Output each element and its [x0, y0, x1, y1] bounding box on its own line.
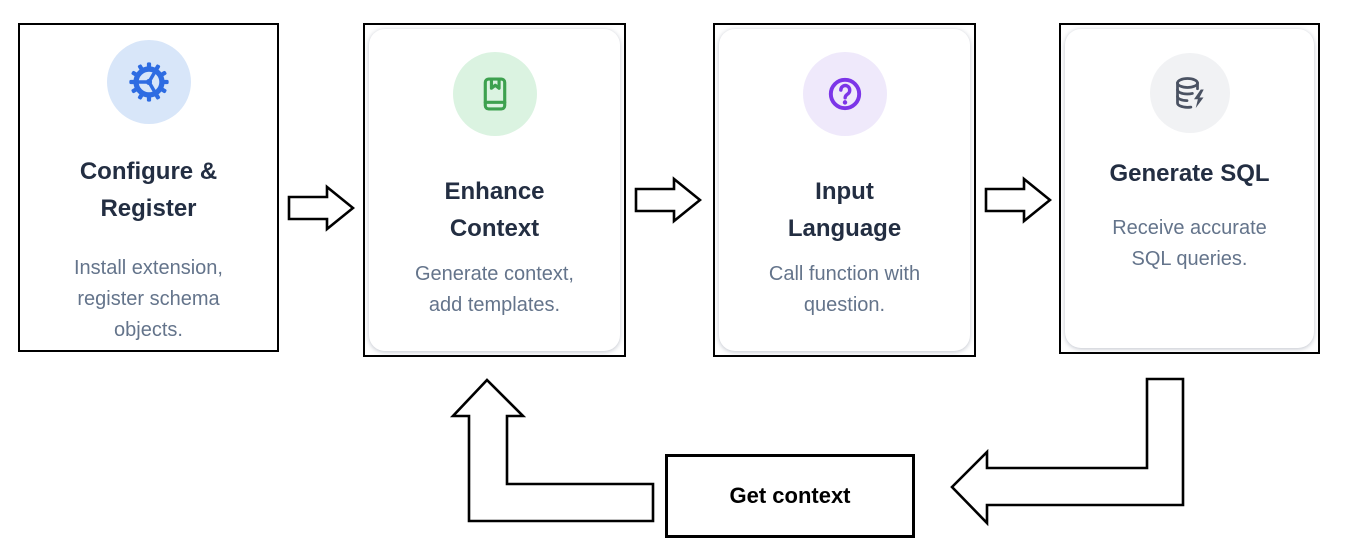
step-card-enhance-context: Enhance Context Generate context, add te… [363, 23, 626, 357]
help-circle-icon [802, 52, 887, 136]
flow-arrow-right-icon [287, 184, 355, 232]
card-surface: Generate SQL Receive accurate SQL querie… [1065, 29, 1314, 348]
step-description: Receive accurate SQL queries. [1112, 213, 1267, 275]
get-context-box: Get context [665, 454, 915, 538]
title-line: Context [449, 215, 540, 242]
book-bookmark-icon [452, 52, 537, 136]
database-bolt-icon [1149, 53, 1230, 133]
step-title: Input Language [788, 173, 901, 247]
step-description: Call function with question. [769, 259, 920, 321]
description-line: Install extension, [74, 257, 223, 279]
title-line: Register [100, 195, 197, 222]
step-description: Generate context, add templates. [415, 259, 574, 321]
step-title: Generate SQL [1109, 155, 1269, 192]
step-title: Configure & Register [80, 153, 217, 227]
step-title: Enhance Context [444, 173, 544, 247]
title-line: Enhance [444, 178, 545, 205]
title-line: Language [787, 215, 902, 242]
step-card-configure-register: Configure & Register Install extension, … [18, 23, 279, 352]
loop-arrow-left-icon [950, 377, 1185, 527]
loop-arrow-up-icon [449, 378, 655, 523]
description-line: Generate context, [415, 263, 574, 285]
description-line: Receive accurate [1112, 217, 1267, 239]
description-line: SQL queries. [1131, 248, 1248, 270]
description-line: objects. [114, 319, 183, 341]
card-surface: Configure & Register Install extension, … [20, 25, 277, 350]
description-line: question. [803, 294, 886, 316]
title-line: Configure & [79, 158, 218, 185]
title-line: Generate SQL [1109, 160, 1270, 187]
card-surface: Input Language Call function with questi… [719, 29, 970, 351]
step-description: Install extension, register schema objec… [74, 253, 223, 346]
gear-icon [106, 40, 191, 124]
title-line: Input [815, 178, 874, 205]
description-line: Call function with [768, 263, 921, 285]
step-card-input-language: Input Language Call function with questi… [713, 23, 976, 357]
flow-arrow-right-icon [634, 176, 702, 224]
card-surface: Enhance Context Generate context, add te… [369, 29, 620, 351]
get-context-label: Get context [729, 483, 851, 508]
description-line: register schema [77, 288, 220, 310]
description-line: add templates. [428, 294, 561, 316]
flow-arrow-right-icon [984, 176, 1052, 224]
step-card-generate-sql: Generate SQL Receive accurate SQL querie… [1059, 23, 1320, 354]
